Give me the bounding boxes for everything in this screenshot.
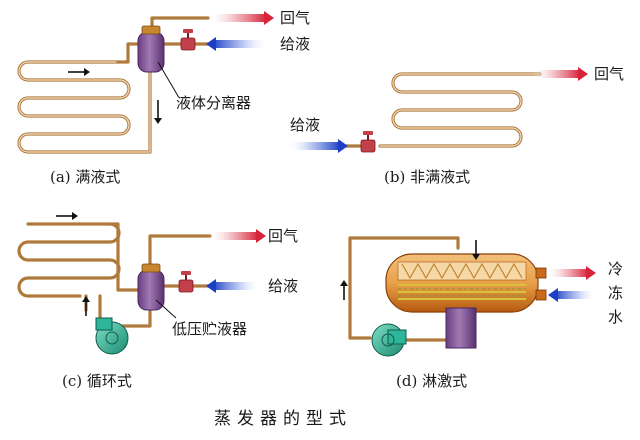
return-gas-label: 回气 xyxy=(280,9,310,27)
diagram-title: 蒸发器的型式 xyxy=(214,409,352,429)
liquid-supply-arrow-icon xyxy=(206,37,268,51)
caption-a: (a) 满液式 xyxy=(50,168,120,186)
panel-b: 回气 给液 (b) 非满液式 xyxy=(288,65,624,186)
chilled-water-label-2: 冻 xyxy=(608,284,623,302)
return-gas-arrow-icon xyxy=(532,67,588,81)
panel-d: 冷 冻 水 (d) 淋激式 xyxy=(340,236,623,390)
valve-icon xyxy=(180,29,196,51)
receiver-label: 低压贮液器 xyxy=(172,320,247,338)
return-gas-arrow-icon xyxy=(208,229,266,243)
flow-arrow-icon xyxy=(154,100,162,124)
flow-arrow-icon xyxy=(56,212,78,220)
return-gas-arrow-icon xyxy=(546,266,596,280)
liquid-supply-label: 给液 xyxy=(268,277,298,295)
panel-a: 回气 给液 液体分离器 (a) 满液式 xyxy=(17,9,310,186)
panel-c: 回气 给液 低压贮液器 (c) 循环式 xyxy=(17,212,298,390)
return-gas-label: 回气 xyxy=(594,65,624,83)
return-gas-label: 回气 xyxy=(268,227,298,245)
liquid-supply-label: 给液 xyxy=(290,116,320,134)
caption-d: (d) 淋激式 xyxy=(396,372,467,390)
valve-icon xyxy=(360,131,376,153)
return-gas-arrow-icon xyxy=(208,11,274,25)
flow-arrow-icon xyxy=(340,280,348,300)
caption-b: (b) 非满液式 xyxy=(384,168,470,186)
chilled-water-label-3: 水 xyxy=(608,308,623,326)
liquid-supply-arrow-icon xyxy=(548,288,596,302)
sump xyxy=(445,307,477,349)
flow-arrow-icon xyxy=(68,68,90,76)
chilled-water-label-1: 冷 xyxy=(608,260,623,278)
caption-c: (c) 循环式 xyxy=(62,372,132,390)
liquid-supply-label: 给液 xyxy=(280,35,310,53)
valve-icon xyxy=(178,271,194,293)
liquid-supply-arrow-icon xyxy=(206,279,260,293)
liquid-supply-arrow-icon xyxy=(288,139,348,153)
pump-icon xyxy=(371,323,407,357)
coil-c xyxy=(17,222,147,334)
pump-icon xyxy=(95,317,129,355)
flow-arrow-icon xyxy=(82,296,90,316)
separator-label: 液体分离器 xyxy=(176,94,251,112)
flow-arrow-icon xyxy=(472,240,480,260)
